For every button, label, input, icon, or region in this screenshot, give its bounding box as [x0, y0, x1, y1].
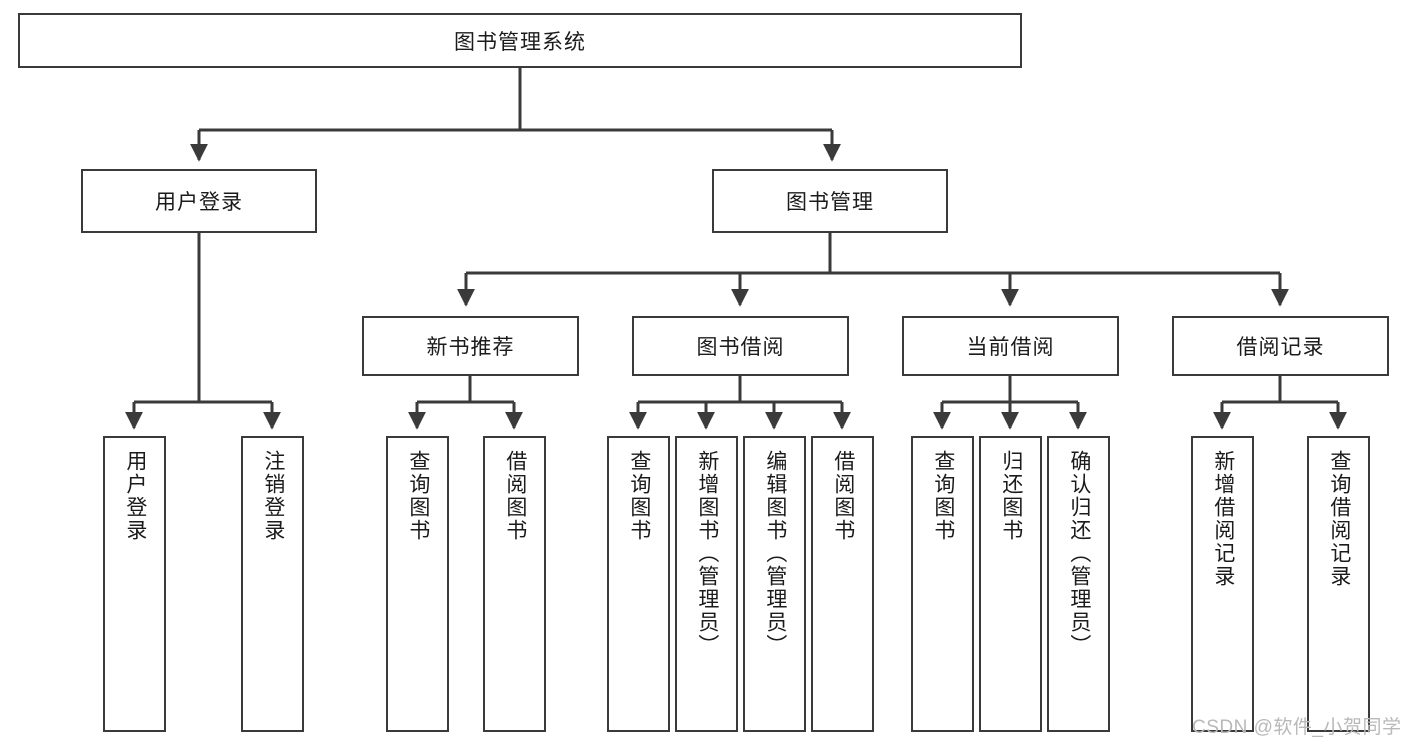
node-book-borrow[interactable]: 图书借阅 [632, 316, 849, 376]
node-borrow-record[interactable]: 借阅记录 [1172, 316, 1389, 376]
node-leaf-logout-login[interactable]: 注销登录 [241, 436, 304, 732]
node-leaf-query-book-borrow[interactable]: 查询图书 [607, 436, 670, 732]
node-new-book-recommend[interactable]: 新书推荐 [362, 316, 579, 376]
node-label: 查询借阅记录 [1327, 450, 1351, 588]
node-leaf-query-book-recommend[interactable]: 查询图书 [386, 436, 449, 732]
node-leaf-query-borrow-record[interactable]: 查询借阅记录 [1307, 436, 1370, 732]
node-label: 新增图书（管理员） [695, 450, 719, 657]
node-label: 用户登录 [155, 191, 243, 214]
node-label: 图书管理 [786, 191, 874, 214]
node-leaf-add-book[interactable]: 新增图书（管理员） [675, 436, 738, 732]
node-label: 借阅记录 [1236, 336, 1325, 359]
node-label: 借阅图书 [831, 450, 855, 542]
node-label: 查询图书 [931, 450, 955, 542]
node-current-borrow[interactable]: 当前借阅 [902, 316, 1119, 376]
node-label: 编辑图书（管理员） [763, 450, 787, 657]
node-book-management-system[interactable]: 图书管理系统 [18, 13, 1022, 68]
node-label: 归还图书 [999, 450, 1023, 542]
node-label: 新书推荐 [426, 336, 515, 359]
node-leaf-borrow-book-recommend[interactable]: 借阅图书 [483, 436, 546, 732]
node-leaf-edit-book[interactable]: 编辑图书（管理员） [743, 436, 806, 732]
node-label: 当前借阅 [966, 336, 1055, 359]
node-leaf-query-book-current[interactable]: 查询图书 [911, 436, 974, 732]
node-label: 查询图书 [627, 450, 651, 542]
csdn-watermark: CSDN @软件_小贺同学 [1192, 717, 1402, 738]
node-label: 图书借阅 [696, 336, 785, 359]
node-leaf-borrow-book[interactable]: 借阅图书 [811, 436, 874, 732]
node-book-management[interactable]: 图书管理 [712, 169, 948, 233]
node-leaf-user-login[interactable]: 用户登录 [103, 436, 166, 732]
node-label: 查询图书 [406, 450, 430, 542]
node-leaf-confirm-return[interactable]: 确认归还（管理员） [1047, 436, 1110, 732]
node-label: 图书管理系统 [454, 30, 586, 54]
node-user-login[interactable]: 用户登录 [81, 169, 317, 233]
node-label: 确认归还（管理员） [1067, 450, 1091, 657]
node-leaf-add-borrow-record[interactable]: 新增借阅记录 [1191, 436, 1254, 732]
node-label: 新增借阅记录 [1211, 450, 1235, 588]
node-label: 用户登录 [123, 450, 147, 542]
node-label: 注销登录 [261, 450, 285, 542]
node-leaf-return-book[interactable]: 归还图书 [979, 436, 1042, 732]
node-label: 借阅图书 [503, 450, 527, 542]
